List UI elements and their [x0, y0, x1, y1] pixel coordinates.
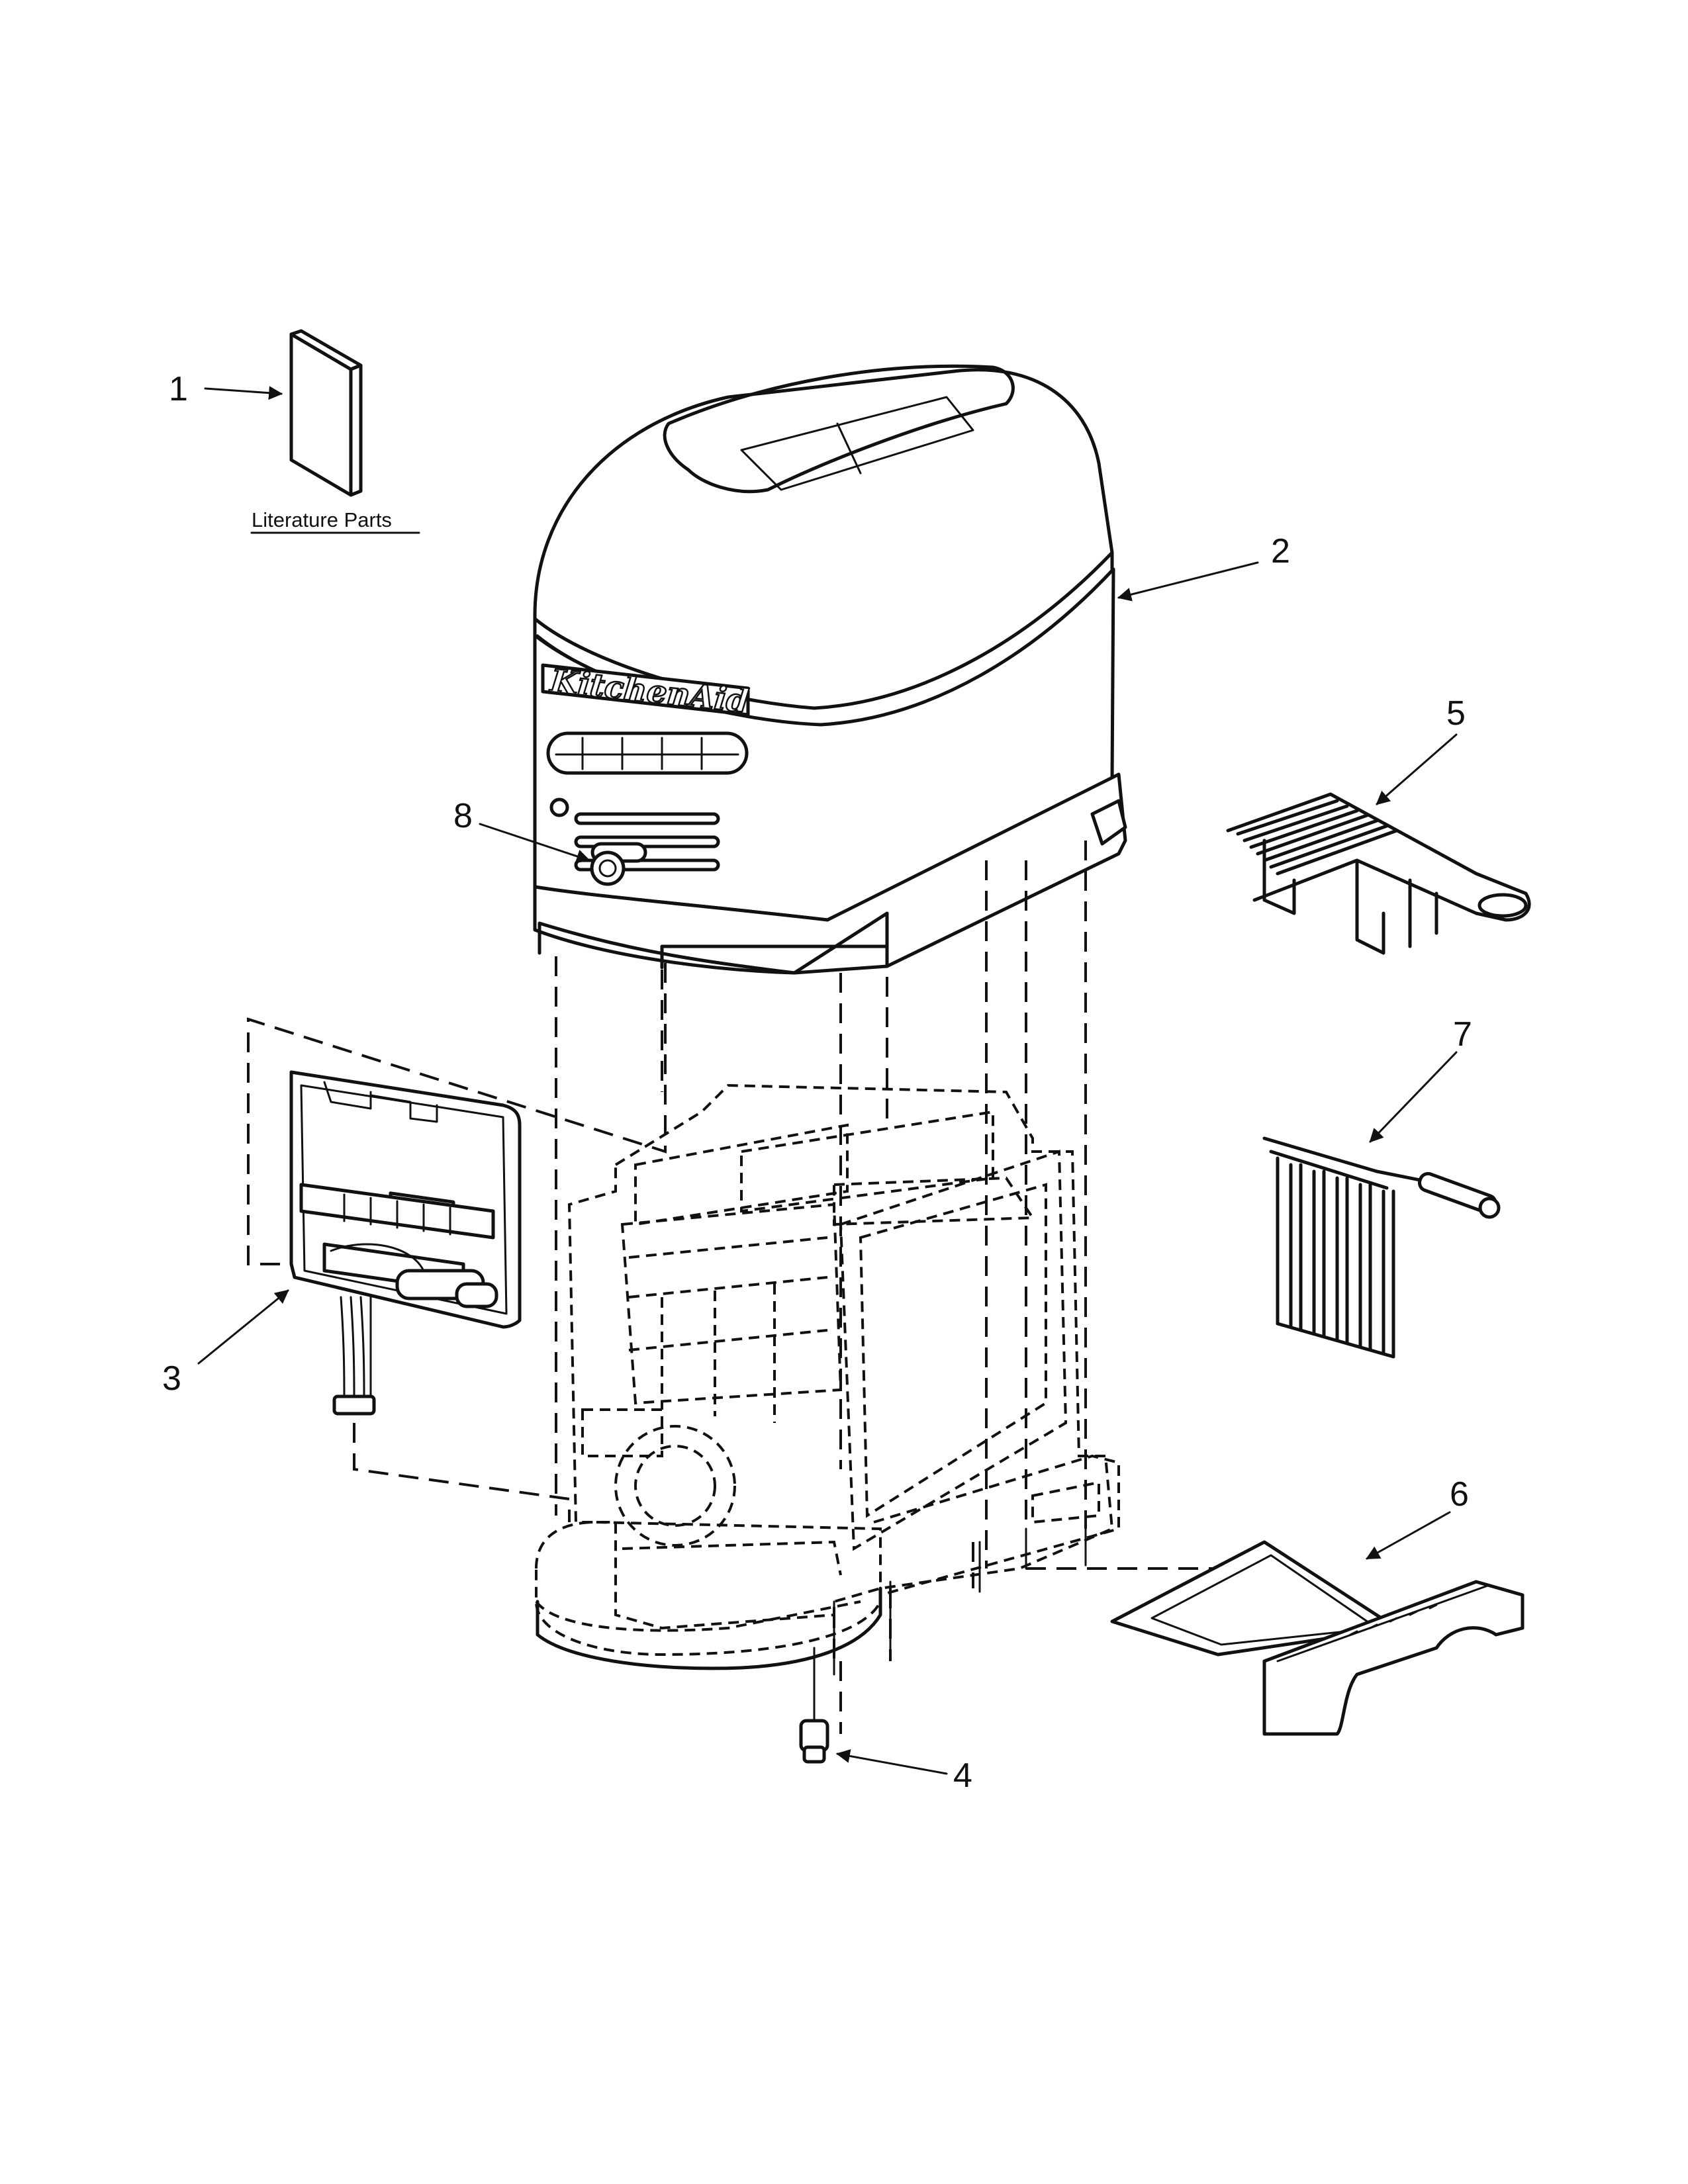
part-toaster-shell[interactable]: KitchenAid	[533, 364, 1127, 975]
part-rack-7[interactable]	[1262, 1136, 1501, 1359]
internal-chassis-outline	[535, 1083, 1120, 1657]
base-bottom	[536, 1586, 882, 1676]
callout-3: 3	[162, 1359, 181, 1398]
callout-1: 1	[169, 370, 188, 408]
literature-parts-label: Literature Parts	[252, 508, 392, 531]
callout-5: 5	[1446, 694, 1466, 733]
callout-arrows	[197, 386, 1458, 1775]
control-board-ribbon-cable	[332, 1296, 376, 1416]
part-crumb-tray[interactable]	[1110, 1540, 1524, 1736]
callout-8: 8	[453, 797, 473, 835]
alignment-lines	[555, 841, 1218, 1734]
part-control-board[interactable]	[289, 1070, 522, 1329]
callout-2: 2	[1271, 532, 1290, 570]
callout-7: 7	[1453, 1015, 1472, 1054]
screws	[889, 1521, 1087, 1659]
ribbon-cable-connector-line	[353, 1423, 571, 1522]
part-literature-book[interactable]	[289, 329, 363, 497]
part-rack-5[interactable]	[1226, 792, 1531, 955]
callout-6: 6	[1450, 1475, 1469, 1514]
part-foot[interactable]	[799, 1647, 829, 1764]
callout-4: 4	[953, 1756, 972, 1795]
control-board-connector-line	[247, 963, 667, 1265]
